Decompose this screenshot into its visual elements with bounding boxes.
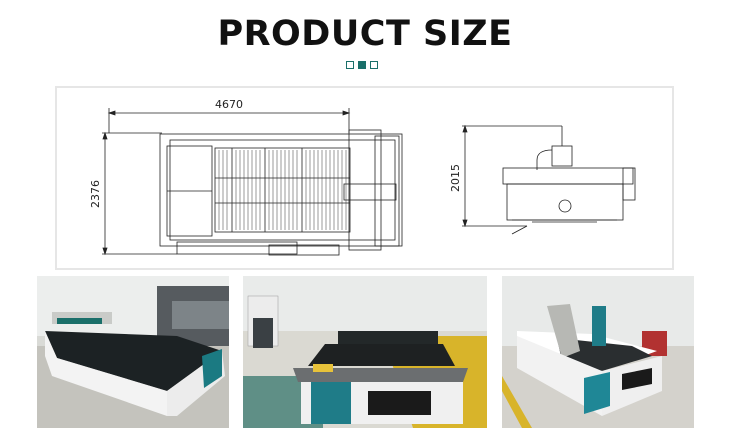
page-title: PRODUCT SIZE xyxy=(217,14,513,54)
machine-photo-left xyxy=(37,276,229,428)
machine-photo-right xyxy=(502,276,694,428)
technical-drawing: 4670 2376 2015 xyxy=(89,98,636,256)
width-dimension-label: 2376 xyxy=(89,180,102,208)
height-dimension-label: 2015 xyxy=(449,164,462,192)
section-indicator xyxy=(346,61,378,69)
indicator-square-filled xyxy=(358,61,366,69)
indicator-square-empty xyxy=(370,61,378,69)
length-dimension-label: 4670 xyxy=(215,98,243,111)
dimension-drawing-panel: 4670 2376 2015 xyxy=(55,86,674,270)
machine-photo-center xyxy=(243,276,487,428)
indicator-square-empty xyxy=(346,61,354,69)
